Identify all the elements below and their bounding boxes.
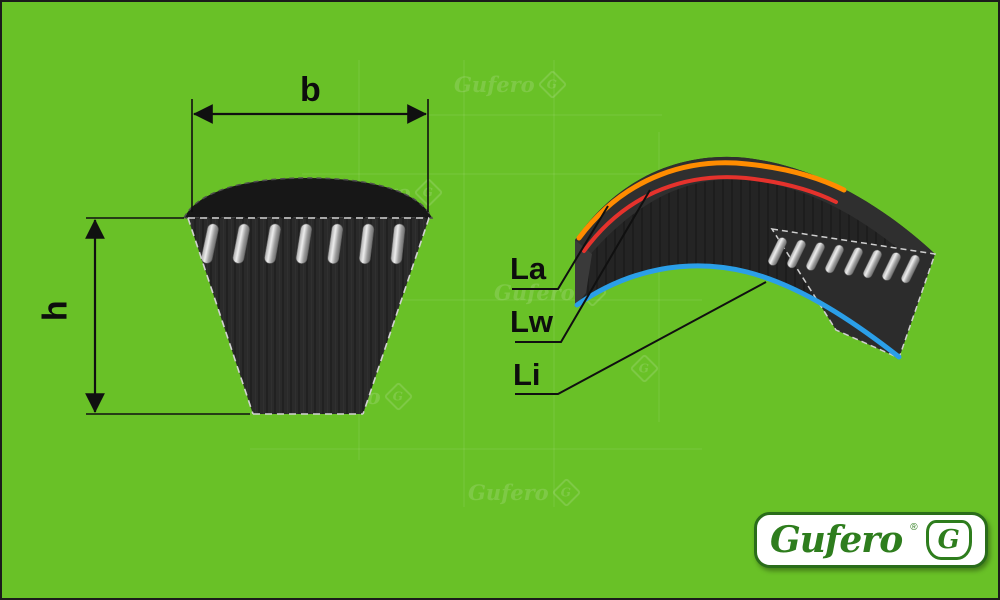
cross-section-top-cap bbox=[182, 177, 434, 219]
pitch-length-stripe bbox=[582, 175, 838, 253]
li-leader-line bbox=[515, 281, 767, 395]
dimension-b-label: b bbox=[300, 71, 321, 109]
length-leader-lines bbox=[512, 189, 767, 395]
gufero-logo: Gufero ® G bbox=[754, 512, 988, 568]
lw-leader-line bbox=[515, 189, 651, 343]
inner-length-label: Li bbox=[513, 357, 541, 392]
inner-length-stripe bbox=[574, 263, 902, 360]
cross-section-dashed-outline bbox=[187, 217, 430, 415]
dimension-height bbox=[85, 217, 250, 415]
cut-face-cord-ends bbox=[768, 237, 920, 284]
dimension-width bbox=[191, 99, 429, 212]
logo-brand-text: Gufero bbox=[770, 519, 903, 561]
belt-3d-left-end-face bbox=[575, 240, 592, 307]
logo-monogram: G bbox=[937, 525, 960, 555]
dimension-h-label: h bbox=[36, 300, 75, 322]
cross-section-body bbox=[188, 218, 429, 414]
cord-ends bbox=[201, 223, 406, 265]
registered-mark: ® bbox=[910, 522, 918, 533]
pitch-length-label: Lw bbox=[510, 304, 554, 339]
belt-3d-top-face bbox=[575, 156, 935, 265]
cross-section-illustration bbox=[182, 177, 434, 415]
logo-g-shield-icon: G bbox=[925, 520, 972, 560]
belt-3d-illustration bbox=[574, 156, 937, 360]
outer-length-stripe bbox=[576, 160, 847, 241]
outer-length-label: La bbox=[510, 251, 547, 286]
la-leader-line bbox=[512, 205, 609, 290]
